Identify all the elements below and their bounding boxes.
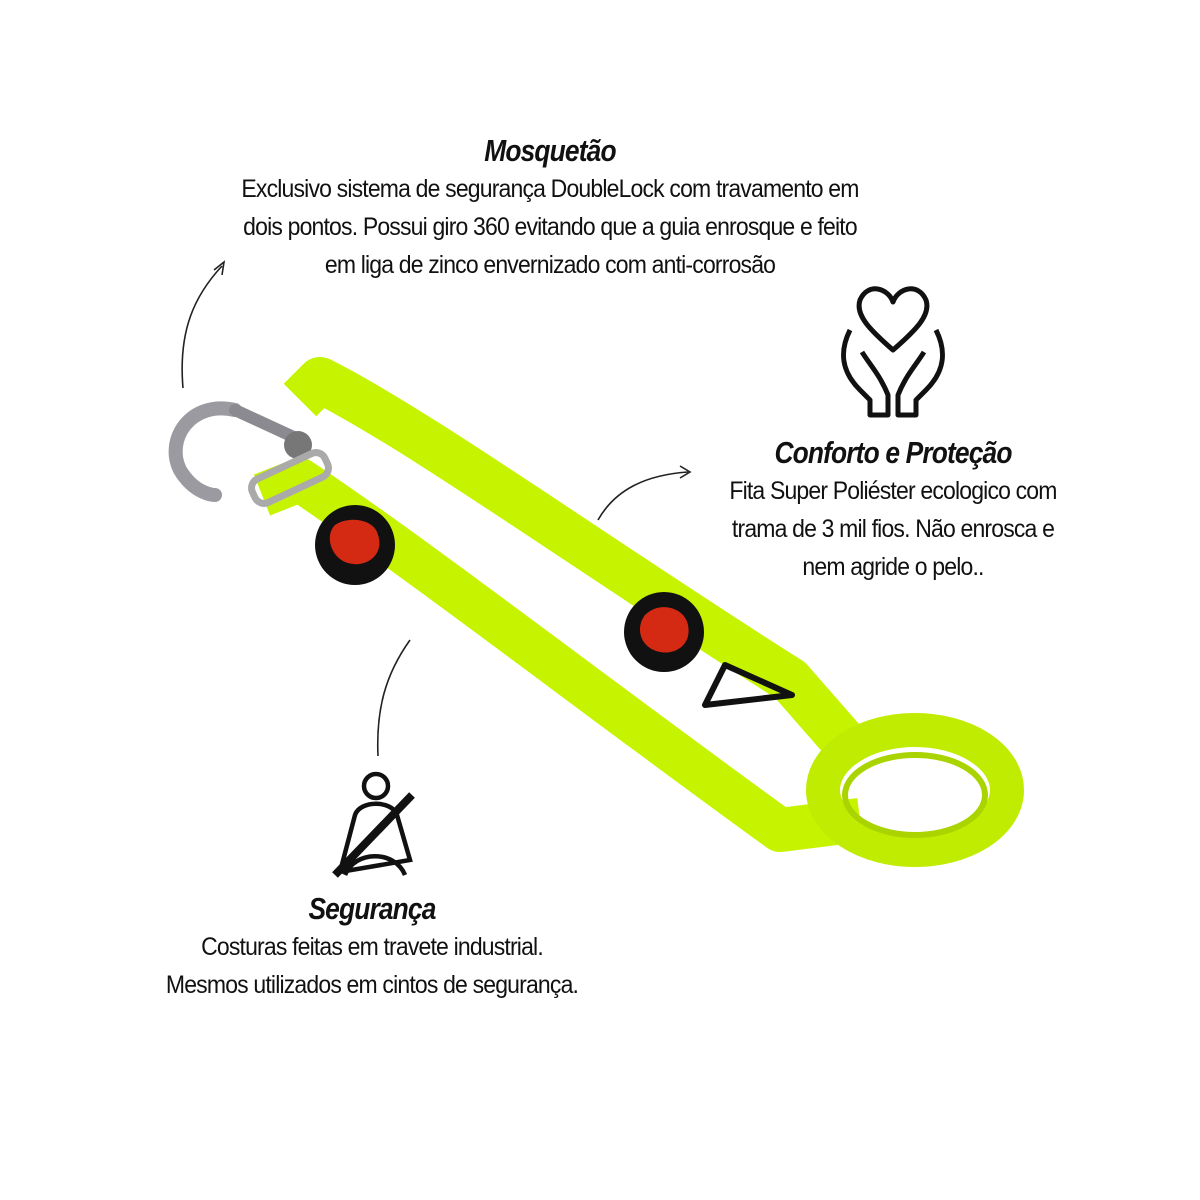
strap-upper [283,357,878,776]
feature-text: nem agride o pelo.. [802,553,984,581]
arrow-head [679,465,692,479]
triangle-ring [702,662,795,708]
arrows [181,260,692,757]
feature-text: dois pontos. Possui giro 360 evitando qu… [243,213,857,241]
feature-title: Mosquetão [484,133,616,168]
feature-text: Exclusivo sistema de segurança DoubleLoc… [241,175,859,203]
carabiner [168,401,332,507]
feature-text: trama de 3 mil fios. Não enrosca e [731,515,1055,543]
feature-carabiner: Mosquetão Exclusivo sistema de segurança… [150,132,950,284]
logo-badge [624,592,704,672]
arrow-to-carabiner [181,265,223,389]
feature-text: em liga de zinco envernizado com anti-co… [324,251,776,279]
hands-heart-icon [840,286,946,418]
arrow-to-strap [376,639,411,757]
feature-text: Costuras feitas em travete industrial. [201,933,544,961]
feature-title: Conforto e Proteção [774,435,1012,470]
seatbelt-icon [332,771,415,878]
loop-shade [842,752,988,838]
logo-badge [315,505,395,585]
feature-comfort: Conforto e Proteção Fita Super Poliéster… [693,434,1093,586]
feature-text: Fita Super Poliéster ecologico com [729,477,1057,505]
strap-loop [806,713,1024,867]
feature-safety: Segurança Costuras feitas em travete ind… [122,890,622,1004]
feature-title: Segurança [308,891,436,926]
arrow-to-comfort [597,471,689,521]
arrow-head [213,260,226,276]
feature-text: Mesmos utilizados em cintos de segurança… [165,971,579,999]
leash [168,357,1024,867]
